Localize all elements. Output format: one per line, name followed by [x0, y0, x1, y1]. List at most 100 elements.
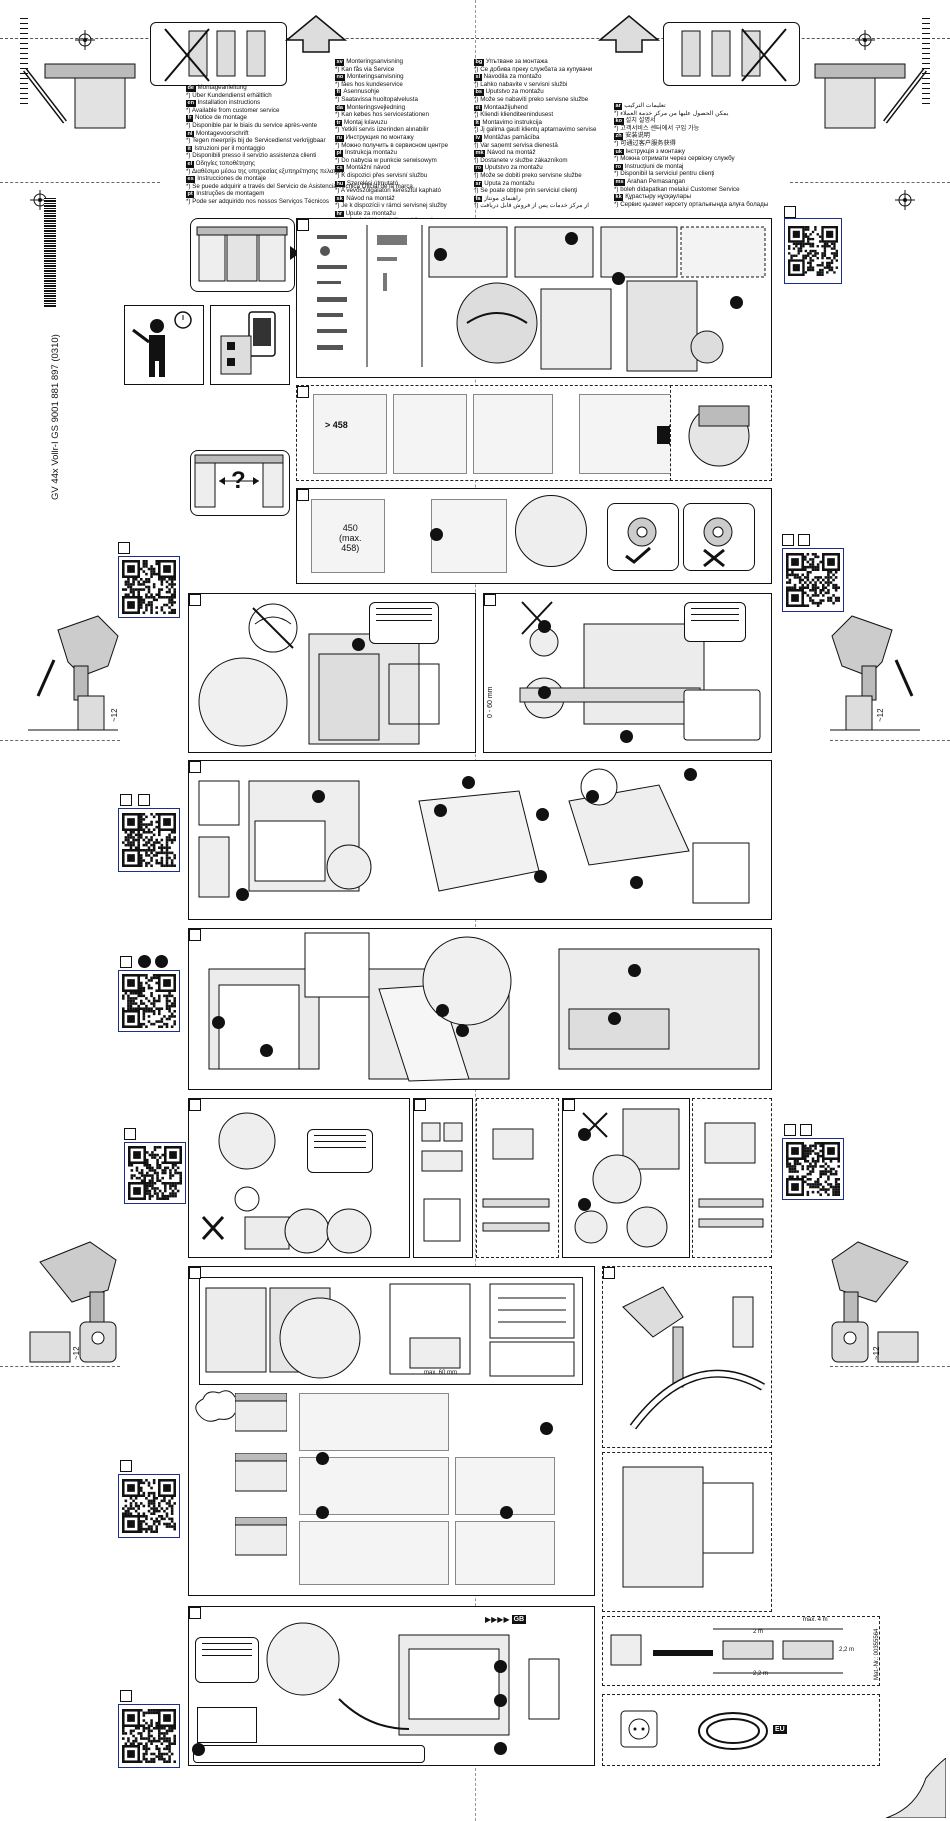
- qr-square: [120, 1690, 132, 1702]
- language-code: sr: [474, 180, 483, 188]
- language-code: de: [186, 85, 196, 92]
- language-note: *) Var saņemt servisa dienestā: [474, 141, 558, 149]
- notes-box: [369, 602, 439, 644]
- language-note: *) Сервис қызмет көрсету орталығында алу…: [614, 200, 769, 208]
- qr-code-6[interactable]: [124, 1142, 186, 1204]
- language-note: *) يمكن الحصول عليها من مركز خدمة العملا…: [614, 109, 729, 117]
- language-code: cs: [335, 165, 345, 172]
- language-note: *) Available from customer service: [186, 106, 280, 114]
- language-title: راهنمای مونتاژ: [483, 194, 521, 202]
- language-title: تعليمات التركيب: [624, 102, 666, 109]
- language-title: Montageanleitung: [197, 84, 247, 91]
- niche-min-label: > 458: [325, 420, 348, 430]
- callout-dot: [434, 804, 447, 817]
- qr-code-4[interactable]: [118, 808, 180, 872]
- callout-dot: [586, 790, 599, 803]
- language-code: nl: [186, 130, 194, 138]
- step-6-decor-panel: [188, 760, 772, 920]
- kitchen-thumb-2: [234, 1452, 288, 1493]
- language-code: pt: [186, 191, 195, 198]
- step-1-square: [297, 219, 309, 231]
- qr-square: [124, 1128, 136, 1140]
- qr-code-8[interactable]: [118, 1474, 180, 1538]
- language-code: ro: [614, 163, 623, 171]
- callout-dot: [155, 955, 168, 968]
- tape-correct-panel: [607, 503, 679, 571]
- language-note: *) Može se nabaviti preko servisne služb…: [474, 95, 589, 103]
- qr-code-2[interactable]: [118, 556, 180, 618]
- height-overview-panel: max. 60 mm: [199, 1277, 583, 1385]
- callout-dot: [730, 296, 743, 309]
- step-7-square: [189, 929, 201, 941]
- language-title: 安装说明: [625, 132, 650, 140]
- height-max-value: 458): [341, 543, 360, 553]
- header-panel-right: [663, 22, 800, 86]
- warning-strip: [193, 1745, 425, 1763]
- language-code: tr: [335, 119, 343, 127]
- notes-box: [195, 1637, 259, 1683]
- language-note: *) Διαθέσιμο μέσω της υπηρεσίας εξυπηρέτ…: [186, 167, 344, 175]
- hose-2m-label: 2 m: [753, 1629, 764, 1635]
- height-dimensions: 450 (max. 458): [339, 523, 362, 553]
- step-13-hose-panel: [602, 1266, 772, 1448]
- step-5-panel: 0 - 60 mm: [483, 593, 772, 753]
- height-frame: [311, 499, 385, 573]
- niche-frame-a: [313, 394, 387, 474]
- registration-mark-right: [895, 190, 915, 210]
- step-13-square: [603, 1267, 615, 1279]
- language-note: *) Se poate obţine prin serviciul clienţ…: [474, 187, 578, 195]
- language-note: *) Je k dispozícii v rámci servisnej slu…: [335, 202, 447, 210]
- qr-code-1[interactable]: [784, 218, 842, 284]
- qr-code-9[interactable]: [118, 1704, 180, 1768]
- language-note: *) fåes hos kundeservice: [335, 80, 403, 88]
- qr-square: [798, 534, 810, 546]
- step-8-square: [189, 1099, 201, 1111]
- callout-dot: [436, 1004, 449, 1017]
- language-title: Arahan Pemasangan: [627, 177, 686, 185]
- drill-depth-right-2: ~12: [872, 1346, 881, 1360]
- callout-dot: [612, 272, 625, 285]
- language-note: *) 可通过客户服务获得: [614, 139, 676, 147]
- language-code: el: [186, 160, 194, 168]
- qr-code-7[interactable]: [782, 1138, 844, 1200]
- language-title: Οδηγίες τοποθέτησης: [195, 159, 255, 167]
- drill-illustration-right-2: ~12: [812, 1232, 928, 1372]
- language-note: *) Се добива преку службата за купувачи: [474, 65, 593, 73]
- language-code: sl: [474, 74, 482, 81]
- qr-square: [800, 1124, 812, 1136]
- qr-code-5[interactable]: [118, 970, 180, 1032]
- kitchen-thumb-1: [234, 1392, 288, 1433]
- cut-line-right-3: [830, 1366, 950, 1367]
- side-document-code: GV 44x Vollr-I GS 9001 881 897 (0310): [50, 334, 61, 500]
- qr-code-3[interactable]: [782, 548, 844, 612]
- callout-dot: [260, 1044, 273, 1057]
- callout-dot: [500, 1506, 513, 1519]
- step-3-height-panel: 450 (max. 458): [296, 488, 772, 584]
- ruler-right: [922, 18, 930, 108]
- callout-dot: [494, 1694, 507, 1707]
- language-title: Instrucțiuni de montaj: [624, 162, 684, 170]
- dishwasher-top-frame: [431, 499, 507, 573]
- language-code: pl: [335, 150, 343, 157]
- language-title: Інструкція з монтажу: [625, 147, 685, 155]
- callout-dot: [536, 808, 549, 821]
- step-11-square: [563, 1099, 575, 1111]
- cut-line-left-2: [0, 740, 120, 741]
- arrow-right-icon: [290, 246, 300, 260]
- callout-dot: [494, 1660, 507, 1673]
- step-7-door-panel: [188, 928, 772, 1090]
- callout-dot: [434, 248, 447, 261]
- niche-frame-b: [393, 394, 467, 474]
- callout-dot: [538, 686, 551, 699]
